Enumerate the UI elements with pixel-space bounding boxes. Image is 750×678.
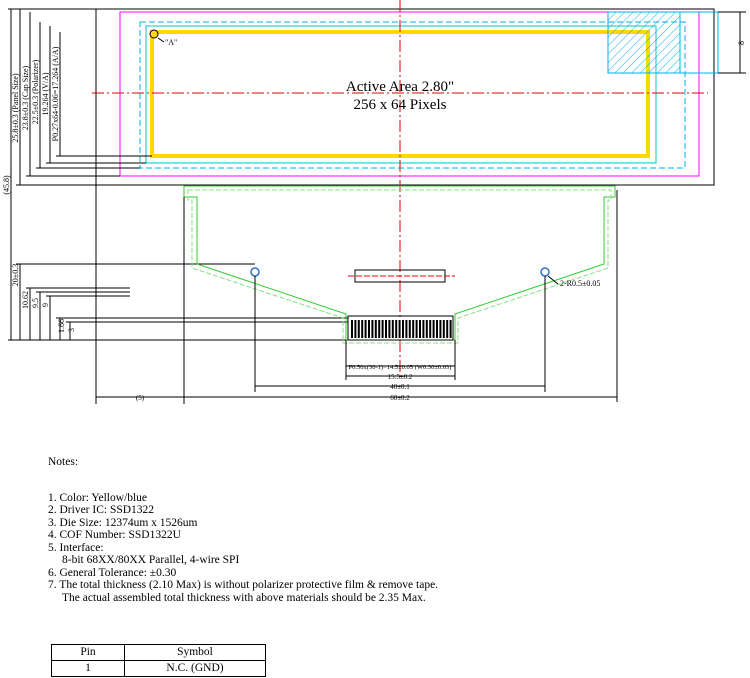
contact-finger [449,320,452,338]
hatched-region [607,11,681,74]
mounting-hole-right-icon [540,267,550,277]
contact-finger [391,320,394,338]
symbol-cell: N.C. (GND) [124,660,266,677]
dim-va-label: 19.264 (V/A) [41,72,50,115]
note-item: 4. COF Number: SSD1322U [48,529,181,541]
contact-finger [436,320,438,338]
note-item: 1. Color: Yellow/blue [48,491,148,504]
contact-finger [374,320,377,338]
dim-9-5-label: 9.5 [31,298,40,308]
contact-finger [357,320,360,338]
contact-finger [415,320,418,338]
va-outline [145,25,657,164]
dim-fpc-height-label: 20±0.3 [11,264,20,286]
contact-finger [422,320,425,338]
fpc-inner-outline [187,189,612,344]
cap-outline [119,11,700,177]
dim-1-66-label: 1.66 [57,319,66,333]
contact-finger [402,320,404,338]
contact-finger [361,320,364,338]
contact-finger [419,320,421,338]
dim-3-label: 3 [67,328,76,332]
dim-radius-label: 2-R0.5±0.05 [560,279,600,288]
dim-cap-size-label: 23.8±0.3 (Cap Size) [21,65,30,130]
note-item: 3. Die Size: 12374um x 1526um [48,516,198,529]
contact-finger [442,320,445,338]
corner-marker-label: "A" [165,38,177,47]
contact-finger [412,320,415,338]
dim-40-label: 40±0.1 [390,383,410,391]
mounting-hole-left-icon [250,267,260,277]
symbol-header: Symbol [124,644,266,661]
note-subitem: The actual assembled total thickness wit… [62,591,426,604]
radius-leader [547,275,559,285]
table-row: 1 N.C. (GND) [51,660,266,677]
dim-overall-label: (45.8) [2,175,11,195]
dim-polarizer-label: 22.5±0.3 (Polarizer) [31,59,40,124]
contact-finger [364,320,367,338]
contact-finger [429,320,432,338]
contact-finger [354,320,357,338]
corner-marker-icon [149,29,159,39]
contact-finger [351,320,353,338]
table-header-row: Pin Symbol [51,644,266,661]
note-subitem: 8-bit 68XX/80XX Parallel, 4-wire SPI [62,554,240,566]
contact-finger [378,320,381,338]
contact-finger [446,320,449,338]
active-area-title: Active Area 2.80" [346,79,454,95]
corner-marker-leader [157,37,165,43]
dim-panel-size-label: 25.8±0.3 (Panel Size) [11,73,20,143]
cyan-tab [679,11,719,74]
contact-pads [347,315,454,341]
note-item: 6. General Tolerance: ±0.30 [48,566,177,579]
contact-finger [432,320,435,338]
contact-finger [439,320,442,338]
note-item: 2. Driver IC: SSD1322 [48,504,155,516]
contact-finger [385,320,387,338]
pin-cell: 1 [51,660,125,677]
dim-aa-label: P0.27x64-0.06=17.264 (A/A) [51,46,60,141]
mechanical-drawing: Active Area 2.80" 256 x 64 Pixels "A" (4… [2,0,746,404]
contact-finger [408,320,411,338]
dim-9-label: 9 [41,303,50,307]
contact-finger [381,320,384,338]
dim-bottom-left-label: (5) [136,394,145,402]
dim-10-62-label: 10.62 [21,291,30,309]
note-item: 5. Interface: [48,541,104,554]
contact-finger [371,320,374,338]
notes-title: Notes: [48,456,79,468]
notes-section: Notes: 1. Color: Yellow/blue 2. Driver I… [48,456,728,604]
dim-60-label: 60±0.2 [390,394,410,402]
pin-header: Pin [51,644,125,661]
contact-finger [388,320,391,338]
contact-fingers [351,320,452,338]
contact-finger [405,320,408,338]
polarizer-outline [139,21,686,169]
dim-right-8-label: 8 [737,41,746,45]
contact-finger [368,320,370,338]
contact-finger [398,320,401,338]
note-item: 7. The total thickness (2.10 Max) is wit… [48,579,439,591]
dim-pitch-label: P0.50x(30-1)=14.5±0.05 (W0.30±0.03) [349,364,452,371]
dim-15-5-label: 15.5±0.2 [388,373,413,381]
pin-table: Pin Symbol 1 N.C. (GND) [51,644,266,677]
active-area-pixels: 256 x 64 Pixels [354,97,447,113]
contact-finger [395,320,398,338]
contact-finger [425,320,428,338]
